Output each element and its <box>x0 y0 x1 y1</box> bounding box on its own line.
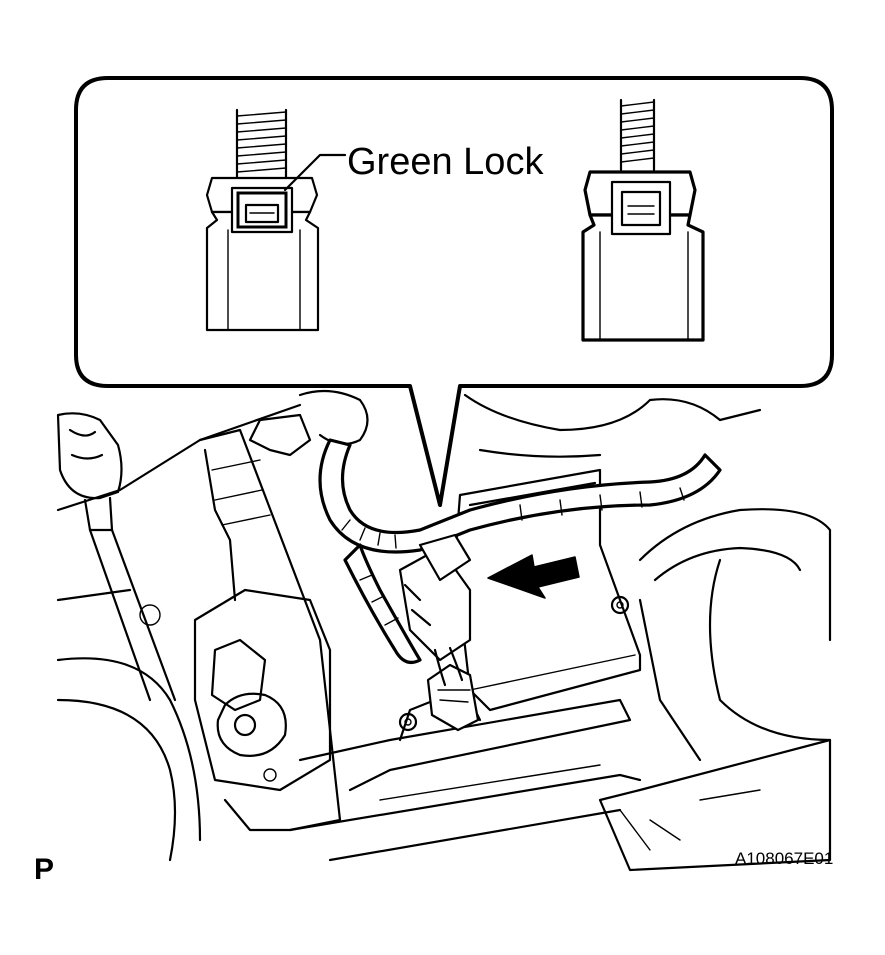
figure-id-label: A108067E01 <box>735 849 833 868</box>
unlocked-connector-icon <box>581 98 705 342</box>
view-marker-label: P <box>34 853 54 886</box>
disconnect-arrow-icon <box>487 554 580 599</box>
engine-bay-illustration <box>56 389 832 872</box>
green-lock-label: Green Lock <box>347 141 544 183</box>
locked-connector-icon <box>205 108 347 332</box>
